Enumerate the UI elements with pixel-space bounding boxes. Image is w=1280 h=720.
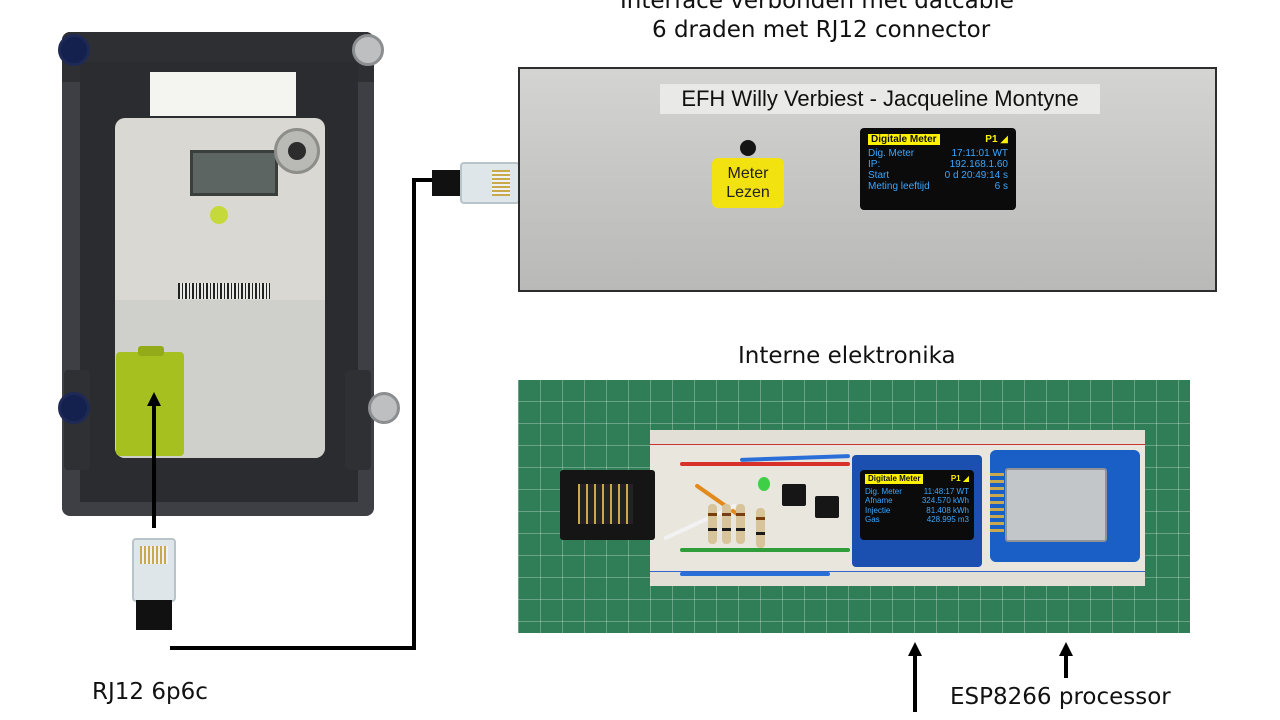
oled-key: Dig. Meter (865, 486, 902, 496)
screw-icon (352, 34, 384, 66)
meter-lezen-button: Meter Lezen (712, 158, 784, 208)
enclosure-oled-display: Digitale Meter P1 ◢ Dig. Meter 17:11:01 W… (860, 128, 1016, 210)
ic-chip (815, 496, 839, 518)
resistor (708, 504, 717, 544)
oled-key: IP: (868, 159, 881, 170)
oled-key: Gas (865, 515, 880, 524)
oled-value: 11:48:17 WT (923, 486, 969, 496)
enclosure-caption-line1: Interface verbonden met datcable (620, 0, 1014, 14)
board-oled-display: Digitale Meter P1 ◢ Dig. Meter 11:48:17 W… (860, 470, 974, 540)
oled-row: Start 0 d 20:49:14 s (868, 170, 1008, 181)
oled-row: Afname 324.570 kWh (865, 496, 969, 506)
oled-row: Meting leeftijd 6 s (868, 181, 1008, 192)
side-post (345, 370, 371, 470)
signal-icon: ◢ (1000, 134, 1008, 145)
indicator-hole (740, 140, 756, 156)
cable-segment (412, 178, 434, 182)
oled-value: 192.168.1.60 (949, 159, 1008, 170)
rj12-plug-icon (460, 162, 520, 204)
meter-label-strip (150, 72, 296, 116)
oled-header: Digitale Meter (865, 474, 924, 484)
arrow-up-icon (1059, 642, 1073, 656)
esp-caption: ESP8266 processor (950, 684, 1171, 710)
oled-key: Start (868, 170, 890, 181)
wire (680, 462, 850, 466)
display-pointer-arrow (913, 654, 917, 712)
oled-p1-tag: P1 (985, 134, 998, 145)
enclosure-label: EFH Willy Verbiest - Jacqueline Montyne (660, 84, 1100, 114)
wifi-module-shield (1005, 468, 1107, 542)
cable-segment (412, 178, 416, 650)
arrow-up-icon (147, 392, 161, 406)
optical-port-icon (274, 128, 320, 174)
oled-value: 6 s (994, 181, 1008, 192)
wire (680, 548, 850, 552)
oled-value: 428.995 m3 (926, 515, 969, 524)
oled-key: Dig. Meter (868, 148, 915, 159)
oled-row: Gas 428.995 m3 (865, 515, 969, 525)
oled-value: 81.408 kWh (926, 505, 969, 515)
screw-icon (58, 34, 90, 66)
barcode (178, 283, 270, 299)
oled-value: 17:11:01 WT (951, 148, 1008, 159)
arrow-up-icon (908, 642, 922, 656)
plug-strain-relief (432, 170, 462, 196)
oled-row: Injectie 81.408 kWh (865, 506, 969, 516)
screw-icon (368, 392, 400, 424)
signal-icon: ◢ (962, 474, 969, 483)
oled-p1-tag: P1 (950, 474, 961, 483)
rj12-jack (560, 470, 655, 540)
screw-icon (58, 392, 90, 424)
oled-row: IP: 192.168.1.60 (868, 159, 1008, 170)
oled-row: Dig. Meter 17:11:01 WT (868, 148, 1008, 159)
oled-key: Meting leeftijd (868, 181, 930, 192)
rj12-caption: RJ12 6p6c (92, 679, 208, 705)
meter-led (210, 206, 228, 224)
led (758, 477, 770, 491)
meter-button-line2: Lezen (726, 184, 770, 201)
resistor (736, 504, 745, 544)
wire (680, 572, 830, 576)
oled-value: 0 d 20:49:14 s (944, 170, 1008, 181)
oled-value: 324.570 kWh (921, 496, 969, 505)
oled-row: Dig. Meter 11:48:17 WT (865, 487, 969, 497)
cable-segment (152, 400, 156, 528)
plug-strain-relief (136, 600, 172, 630)
transistor-chip (782, 484, 806, 506)
electronics-caption: Interne elektronika (738, 343, 956, 369)
oled-key: Afname (865, 496, 893, 505)
esp-pointer-arrow (1064, 654, 1068, 678)
meter-button-line1: Meter (727, 165, 769, 182)
oled-header: Digitale Meter (868, 134, 940, 145)
enclosure-caption-line2: 6 draden met RJ12 connector (652, 17, 991, 43)
meter-lcd (190, 150, 278, 196)
resistor (756, 508, 765, 548)
resistor (722, 504, 731, 544)
oled-key: Injectie (865, 505, 891, 515)
cable-segment (170, 646, 415, 650)
rj12-plug-icon (132, 538, 176, 602)
antenna-icon (990, 472, 1004, 532)
breadboard-rail (650, 430, 1145, 445)
